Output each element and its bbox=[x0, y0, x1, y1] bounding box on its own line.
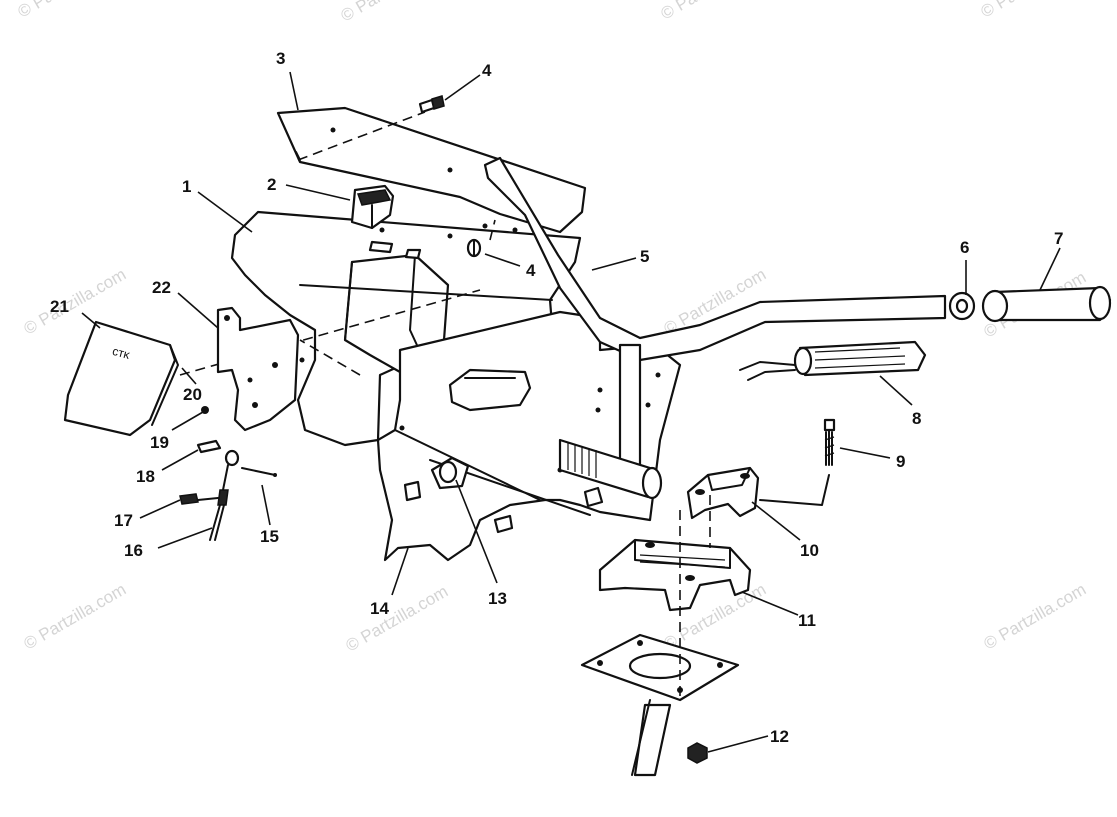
part-4-screw-mid bbox=[466, 238, 482, 258]
part-10-upper-clamp bbox=[686, 466, 760, 520]
part-8-heated-grip bbox=[739, 340, 927, 381]
part-6-grip-ring bbox=[948, 291, 976, 321]
callout-11: 11 bbox=[798, 611, 816, 630]
callout-1: 1 bbox=[182, 177, 191, 196]
callout-4-mid: 4 bbox=[526, 261, 536, 280]
callout-2: 2 bbox=[267, 175, 276, 194]
steering-post bbox=[580, 633, 740, 777]
callout-16: 16 bbox=[124, 541, 143, 560]
part-16-cable bbox=[197, 449, 240, 541]
part-7-hand-grip bbox=[981, 285, 1112, 323]
callout-15: 15 bbox=[260, 527, 279, 546]
part-14-lower-fairing bbox=[376, 310, 682, 562]
callout-20: 20 bbox=[183, 385, 202, 404]
callout-22: 22 bbox=[152, 278, 171, 297]
watermark: © Partzilla.com bbox=[658, 0, 767, 23]
callout-5: 5 bbox=[640, 247, 649, 266]
part-12-nut bbox=[687, 742, 708, 764]
callout-18: 18 bbox=[136, 467, 155, 486]
callout-6: 6 bbox=[960, 238, 969, 257]
watermark: © Partzilla.com bbox=[15, 0, 124, 21]
part-2-switch bbox=[350, 184, 395, 230]
callout-12: 12 bbox=[770, 727, 789, 746]
callout-8: 8 bbox=[912, 409, 921, 428]
callout-7: 7 bbox=[1054, 229, 1063, 248]
watermark: © Partzilla.com bbox=[338, 0, 447, 25]
part-5-handlebar bbox=[483, 156, 947, 500]
part-21-plate: ᴄᴛᴋ bbox=[63, 320, 179, 437]
part-17-sleeve bbox=[179, 493, 199, 505]
part-18-pin bbox=[196, 439, 222, 454]
callout-9: 9 bbox=[896, 452, 905, 471]
part-11-lower-clamp bbox=[598, 538, 752, 612]
svg-text:ᴄᴛᴋ: ᴄᴛᴋ bbox=[111, 344, 132, 362]
part-13-bushing bbox=[403, 456, 604, 534]
part-15-clip bbox=[241, 467, 277, 477]
callout-17: 17 bbox=[114, 511, 133, 530]
watermark: © Partzilla.com bbox=[981, 580, 1090, 654]
callout-13: 13 bbox=[488, 589, 507, 608]
callout-4-top: 4 bbox=[482, 61, 492, 80]
watermark: © Partzilla.com bbox=[343, 582, 452, 656]
callout-10: 10 bbox=[800, 541, 819, 560]
watermark: © Partzilla.com bbox=[978, 0, 1087, 21]
part-3-top-cover bbox=[276, 106, 587, 234]
leader-lines bbox=[81, 71, 1061, 753]
callout-19: 19 bbox=[150, 433, 169, 452]
callouts: 1 2 3 4 4 5 6 7 8 9 10 11 12 13 14 15 16… bbox=[50, 49, 1063, 746]
part-4-screw-top bbox=[418, 95, 445, 114]
callout-14: 14 bbox=[370, 599, 389, 618]
watermark: © Partzilla.com bbox=[21, 580, 130, 654]
part-9-bolt bbox=[759, 418, 836, 506]
callout-21: 21 bbox=[50, 297, 69, 316]
part-22-bracket bbox=[216, 306, 300, 432]
callout-3: 3 bbox=[276, 49, 285, 68]
